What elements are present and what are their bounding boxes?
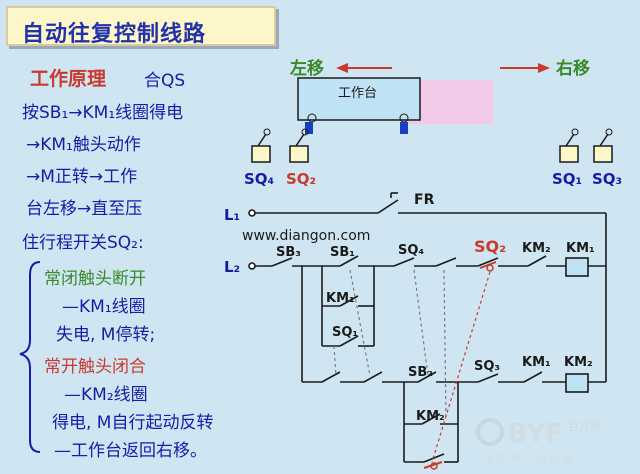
work-table-label: 工作台 [338,86,377,101]
brand-foot: 中 国 电 气 供 应 商 [484,452,573,465]
principle-line-3: →M正转→工作 [26,167,138,187]
l1-label: L₁ [224,206,240,224]
brand-name: BYF [508,419,563,449]
km2-nc-label: KM₂ [522,241,551,256]
sq4-circuit-label: SQ₄ [398,243,424,258]
l1-rail [248,192,607,382]
km1-aux-label: KM₁ [326,291,355,306]
km1-nc-label: KM₁ [522,355,551,370]
km2-coil-label: KM₂ [564,355,593,370]
lower-branch [301,266,606,463]
slide-title: 自动往复控制线路 [22,22,207,47]
sq2-roller-icon [423,261,497,470]
right-arrow-icon [500,63,550,73]
branch1-head: 常闭触头断开 [44,269,146,289]
switch-sq3-label: SQ₃ [592,170,622,188]
principle-line-4: 台左移→直至压 [26,199,143,219]
brace [19,261,41,453]
cam-left-icon [305,113,317,134]
principle-heading: 工作原理 [30,68,107,90]
switch-sq2-label: SQ₂ [286,170,316,188]
watermark-url: www.diangon.com [242,228,370,244]
switch-sq1-label: SQ₁ [552,170,582,188]
principle-line-1: 按SB₁→KM₁线圈得电 [22,103,184,123]
title-box: 自动往复控制线路 [6,6,276,47]
upper-branch [248,255,606,347]
branch2-line-3: —工作台返回右移。 [54,441,207,461]
km2-aux-label: KM₂ [416,409,445,424]
branch2-line-2: 得电, M自行起动反转 [52,413,214,433]
sq1-label: SQ₁ [332,325,358,340]
switch-sq4-icon [251,128,271,163]
switch-sq1-icon [559,128,579,163]
l2-label: L₂ [224,258,240,276]
left-arrow-icon [336,63,392,73]
work-table [297,77,421,121]
brand-sub: 百方网 [568,419,601,433]
branch2-head: 常开触头闭合 [44,357,146,377]
switch-sq4-label: SQ₄ [244,170,274,188]
brand-logo: BYF 百方网 中 国 电 气 供 应 商 [476,418,601,465]
branch1-line-2: 失电, M停转; [56,325,156,345]
linkage-lines [333,269,447,421]
sb3-label: SB₃ [276,245,301,260]
fr-label: FR [414,192,435,208]
right-move-label: 右移 [556,58,590,79]
principle-heading-suffix: 合QS [144,71,186,91]
cam-right-icon [399,113,409,134]
sq2-circuit-label: SQ₂ [474,237,506,256]
principle-line-5: 住行程开关SQ₂: [22,233,144,253]
sb2-label: SB₂ [408,365,433,380]
branch1-line-1: —KM₁线圈 [62,297,146,317]
left-move-label: 左移 [290,58,324,79]
switch-sq2-icon [289,128,309,163]
switch-sq3-icon [593,128,613,163]
branch2-line-1: —KM₂线圈 [64,385,148,405]
sb1-label: SB₁ [330,245,355,260]
km1-coil-label: KM₁ [566,241,595,256]
sq3-label: SQ₃ [474,359,500,374]
principle-line-2: →KM₁触头动作 [26,135,141,155]
